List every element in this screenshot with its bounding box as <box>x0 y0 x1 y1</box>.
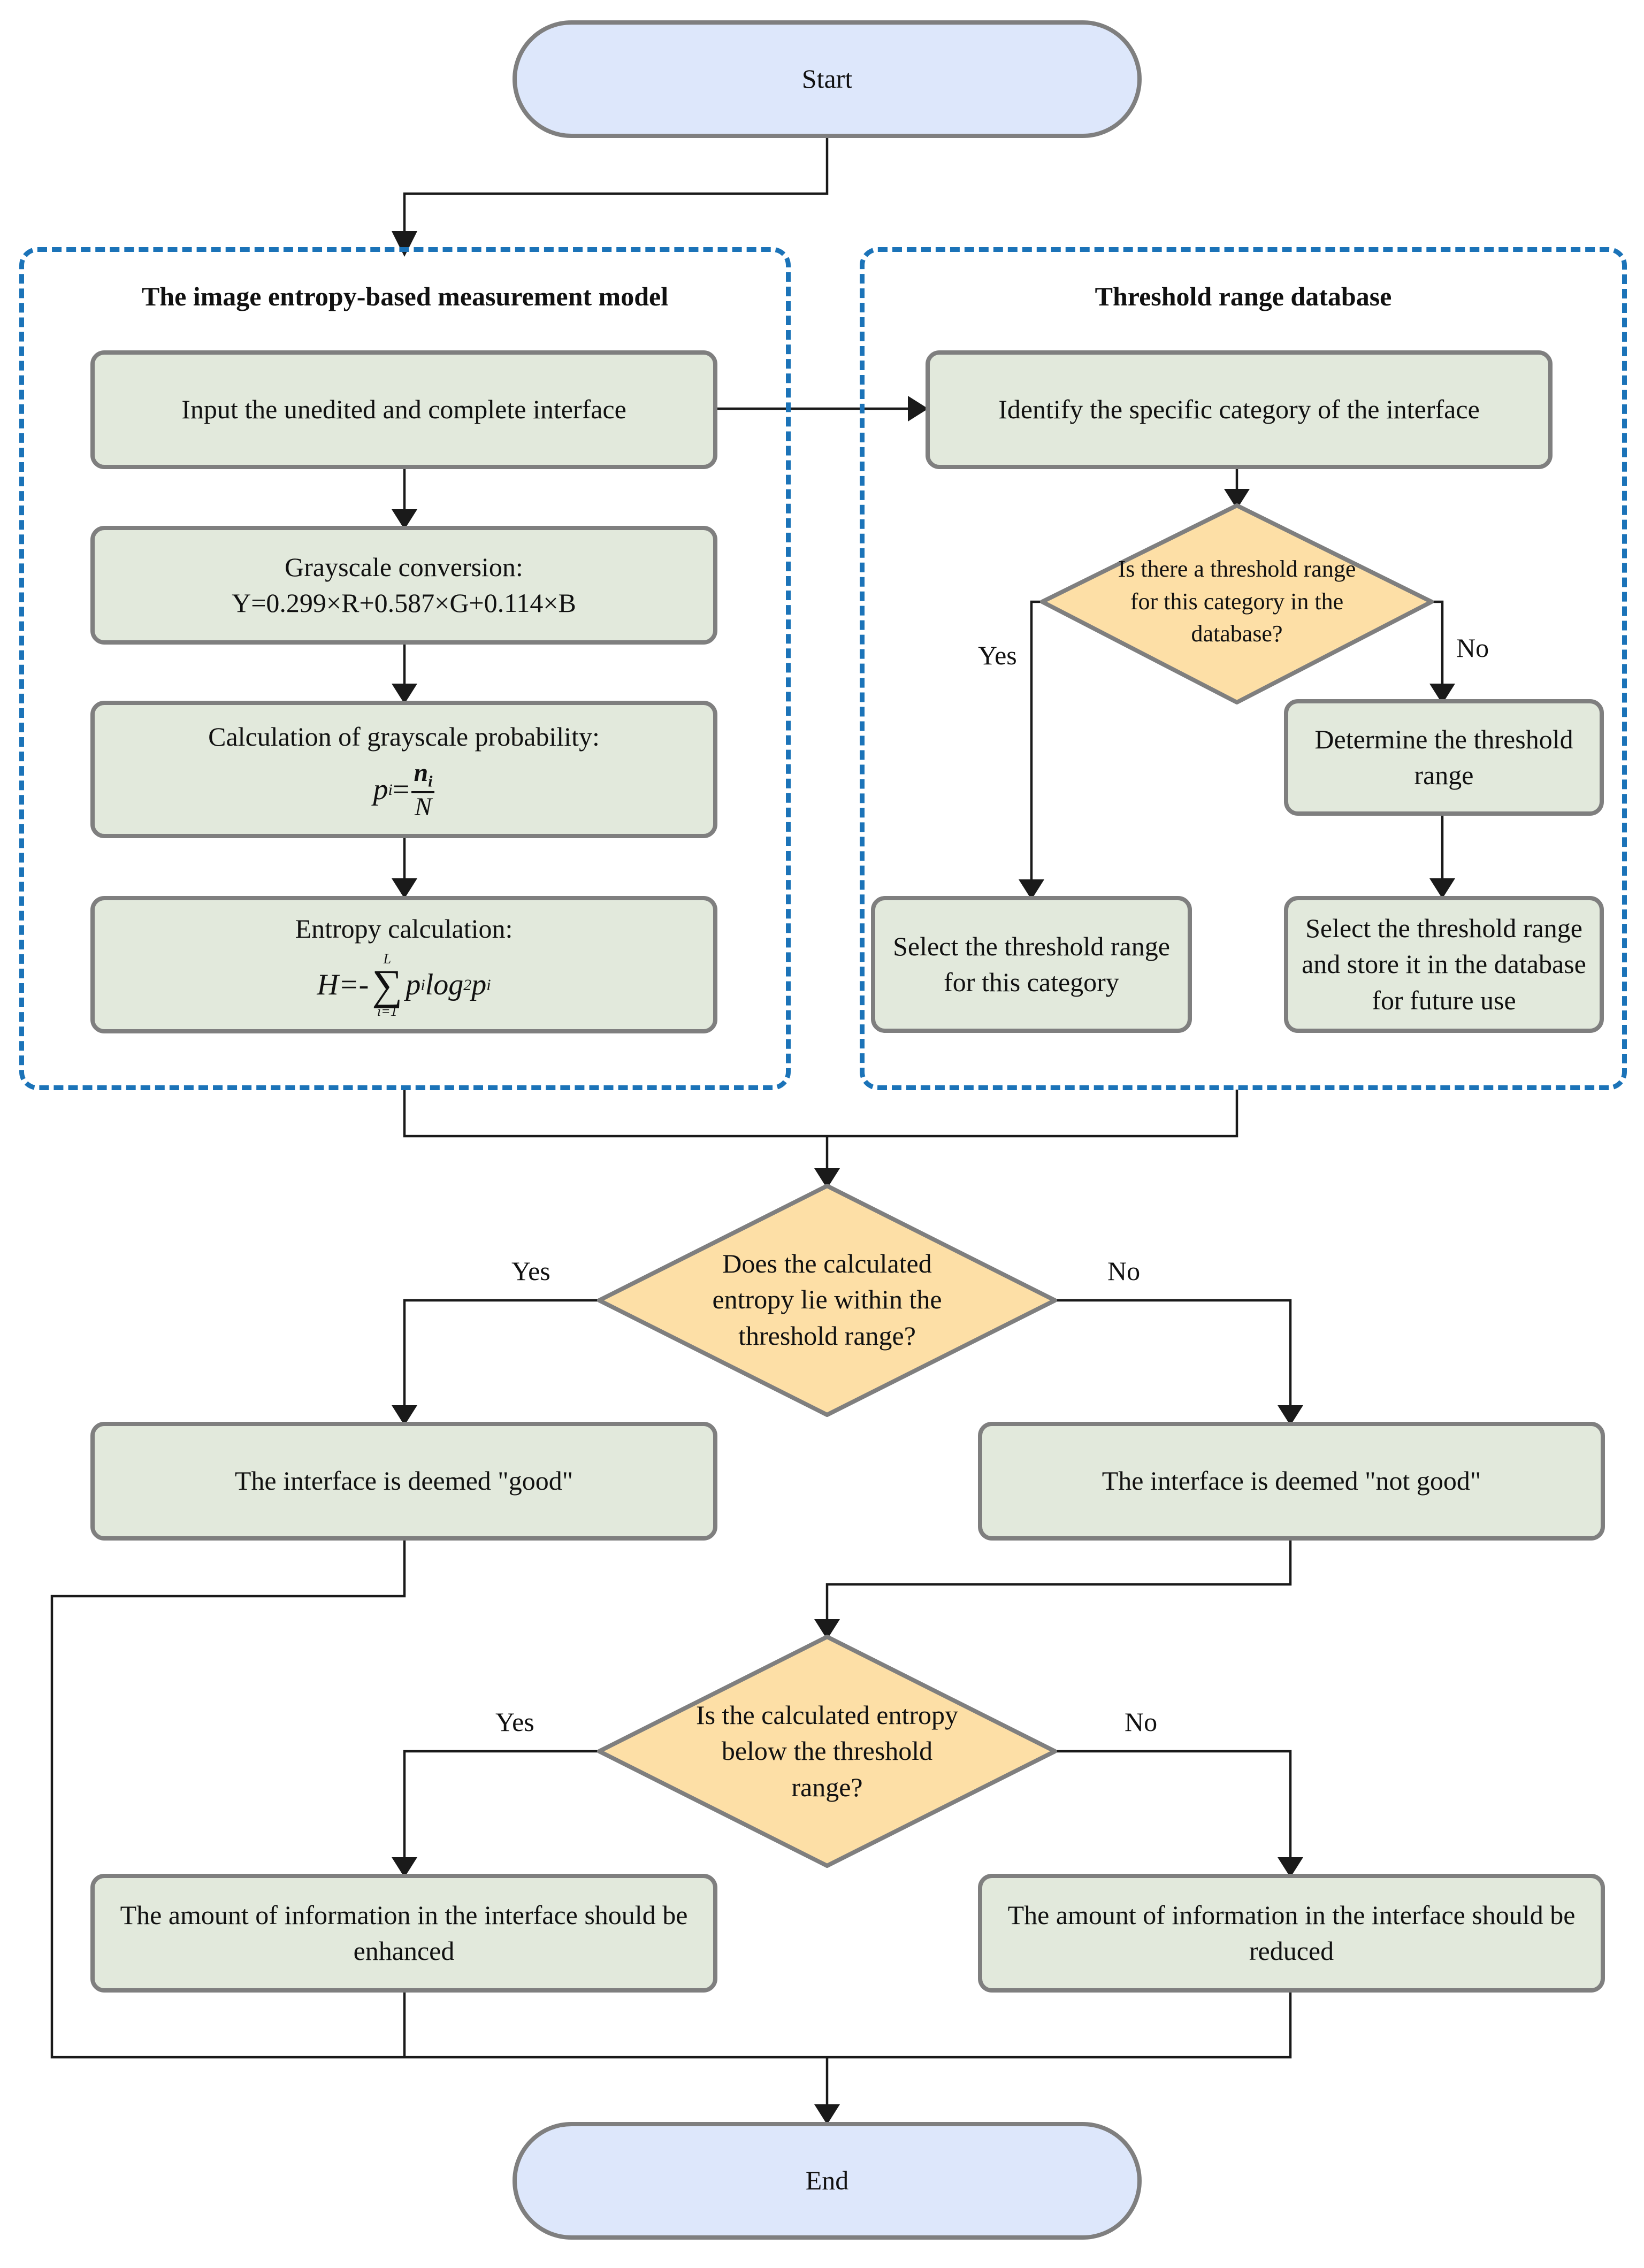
decision-diamond-below-range <box>597 1635 1057 1868</box>
process-identify-category: Identify the specific category of the in… <box>926 350 1553 469</box>
select-store-label: Select the threshold range and store it … <box>1302 913 1586 1015</box>
input-label: Input the unedited and complete interfac… <box>181 394 626 425</box>
entropy-title: Entropy calculation: <box>295 913 513 944</box>
arrowhead <box>908 396 928 422</box>
arrowhead <box>1019 879 1044 900</box>
connector-d1-yes <box>403 1299 599 1420</box>
label-yes-database: Yes <box>978 640 1017 670</box>
process-reduce-information: The amount of information in the interfa… <box>978 1874 1605 1993</box>
process-input-interface: Input the unedited and complete interfac… <box>90 350 717 469</box>
summation-symbol: L ∑ i=1 <box>372 951 403 1020</box>
group-threshold-database <box>860 247 1627 1090</box>
process-grayscale-conversion: Grayscale conversion: Y=0.299×R+0.587×G+… <box>90 526 717 645</box>
start-node: Start <box>513 20 1142 138</box>
reduce-label: The amount of information in the interfa… <box>1007 1899 1576 1966</box>
decision-text-database: Is there a threshold range for this cate… <box>1118 555 1356 647</box>
arrowhead <box>1224 489 1250 509</box>
arrowhead <box>392 1857 417 1878</box>
arrowhead <box>392 231 417 257</box>
decision-text-within-range: Does the calculated entropy lie within t… <box>712 1248 942 1351</box>
process-select-threshold: Select the threshold range for this cate… <box>871 896 1192 1033</box>
arrowhead <box>392 509 417 530</box>
label-yes-within: Yes <box>511 1256 550 1286</box>
connector-notgood-d2 <box>825 1539 1292 1634</box>
process-deemed-not-good: The interface is deemed "not good" <box>978 1422 1605 1541</box>
connector-db-yes <box>1030 600 1042 894</box>
probability-fraction: ni N <box>411 760 435 820</box>
not-good-label: The interface is deemed "not good" <box>1102 1466 1481 1496</box>
label-no-below: No <box>1125 1707 1158 1737</box>
arrowhead <box>392 684 417 704</box>
label-no-within: No <box>1107 1256 1141 1286</box>
group-title-threshold-database: Threshold range database <box>1095 281 1392 311</box>
connector-start <box>403 138 829 246</box>
connector-d1-no <box>1055 1299 1292 1420</box>
arrowhead <box>814 1168 840 1189</box>
process-enhance-information: The amount of information in the interfa… <box>90 1874 717 1993</box>
arrowhead <box>392 1405 417 1426</box>
process-deemed-good: The interface is deemed "good" <box>90 1422 717 1541</box>
select-label: Select the threshold range for this cate… <box>893 931 1170 998</box>
identify-label: Identify the specific category of the in… <box>998 394 1480 425</box>
connector-good-end <box>50 1539 1292 2059</box>
decision-diamond-database <box>1040 503 1434 704</box>
arrowhead <box>814 1619 840 1639</box>
arrowhead <box>1429 684 1455 704</box>
decision-text-below-range: Is the calculated entropy below the thre… <box>695 1699 959 1802</box>
end-node: End <box>513 2122 1142 2240</box>
group-entropy-model <box>19 247 791 1090</box>
start-label: Start <box>801 64 853 94</box>
label-yes-below: Yes <box>495 1707 534 1737</box>
determine-label: Determine the threshold range <box>1314 724 1573 791</box>
enhance-label: The amount of information in the interfa… <box>120 1899 688 1966</box>
grayscale-formula: Y=0.299×R+0.587×G+0.114×B <box>232 588 576 618</box>
connector-merge-groups <box>403 1090 1238 1138</box>
connector-db-no <box>1432 600 1444 699</box>
grayscale-title: Grayscale conversion: <box>285 551 523 582</box>
arrowhead <box>1278 1857 1303 1878</box>
end-label: End <box>805 2165 849 2196</box>
connector-d2-no <box>1055 1750 1292 1872</box>
arrowhead <box>814 2104 840 2125</box>
probability-title: Calculation of grayscale probability: <box>208 721 600 752</box>
process-determine-threshold: Determine the threshold range <box>1284 699 1604 816</box>
arrowhead <box>1429 878 1455 899</box>
arrowhead <box>392 878 417 899</box>
process-select-store-threshold: Select the threshold range and store it … <box>1284 896 1604 1033</box>
arrowhead <box>1278 1405 1303 1426</box>
decision-diamond-within-range <box>597 1184 1057 1417</box>
connector-d2-yes <box>403 1750 599 1872</box>
group-title-entropy-model: The image entropy-based measurement mode… <box>141 281 669 311</box>
label-no-database: No <box>1456 633 1489 663</box>
good-label: The interface is deemed "good" <box>234 1466 574 1496</box>
